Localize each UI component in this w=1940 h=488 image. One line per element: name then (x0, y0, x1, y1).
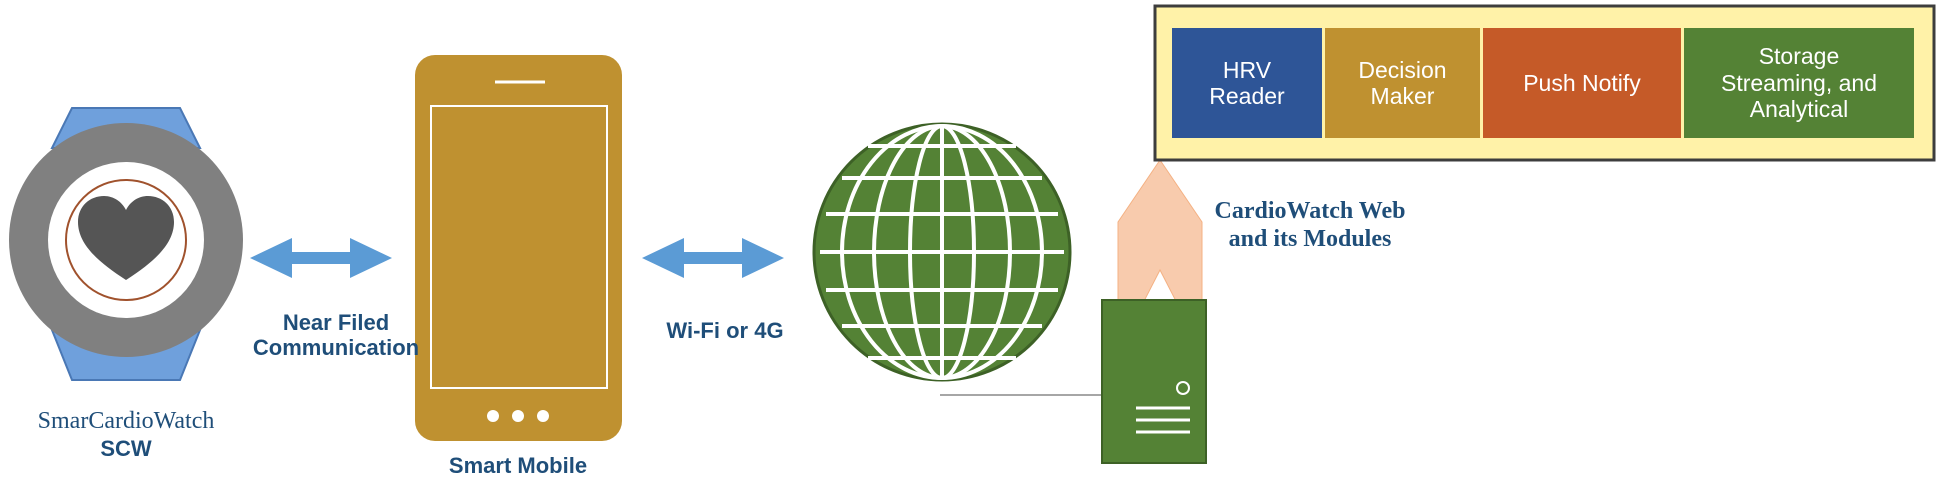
watch-name-label: SmarCardioWatch SCW (0, 408, 252, 461)
nfc-line1: Near Filed (282, 310, 390, 335)
wifi-link-label: Wi-Fi or 4G (666, 318, 784, 343)
globe-icon (812, 122, 1072, 382)
server-icon (1101, 299, 1207, 464)
smartphone-icon (415, 55, 622, 441)
web-line2: and its Modules (1228, 225, 1392, 252)
module-hrv-reader: HRV Reader (1172, 28, 1322, 138)
module-storage: Storage Streaming, and Analytical (1684, 28, 1914, 138)
web-line1: CardioWatch Web (1214, 198, 1406, 224)
module-push-notify: Push Notify (1483, 28, 1681, 138)
watch-name-line1: SmarCardioWatch (37, 408, 215, 434)
nfc-link-label: Near Filed Communication (236, 310, 436, 361)
double-arrow-icon (250, 238, 392, 278)
smart-mobile-label: Smart Mobile (448, 453, 588, 478)
web-modules-label: CardioWatch Web and its Modules (1190, 198, 1430, 253)
double-arrow-icon (642, 238, 784, 278)
watch-name-line2: SCW (100, 435, 152, 461)
module-decision-maker: Decision Maker (1325, 28, 1480, 138)
nfc-line2: Communication (252, 335, 420, 361)
smartwatch-heart-icon (9, 107, 243, 381)
